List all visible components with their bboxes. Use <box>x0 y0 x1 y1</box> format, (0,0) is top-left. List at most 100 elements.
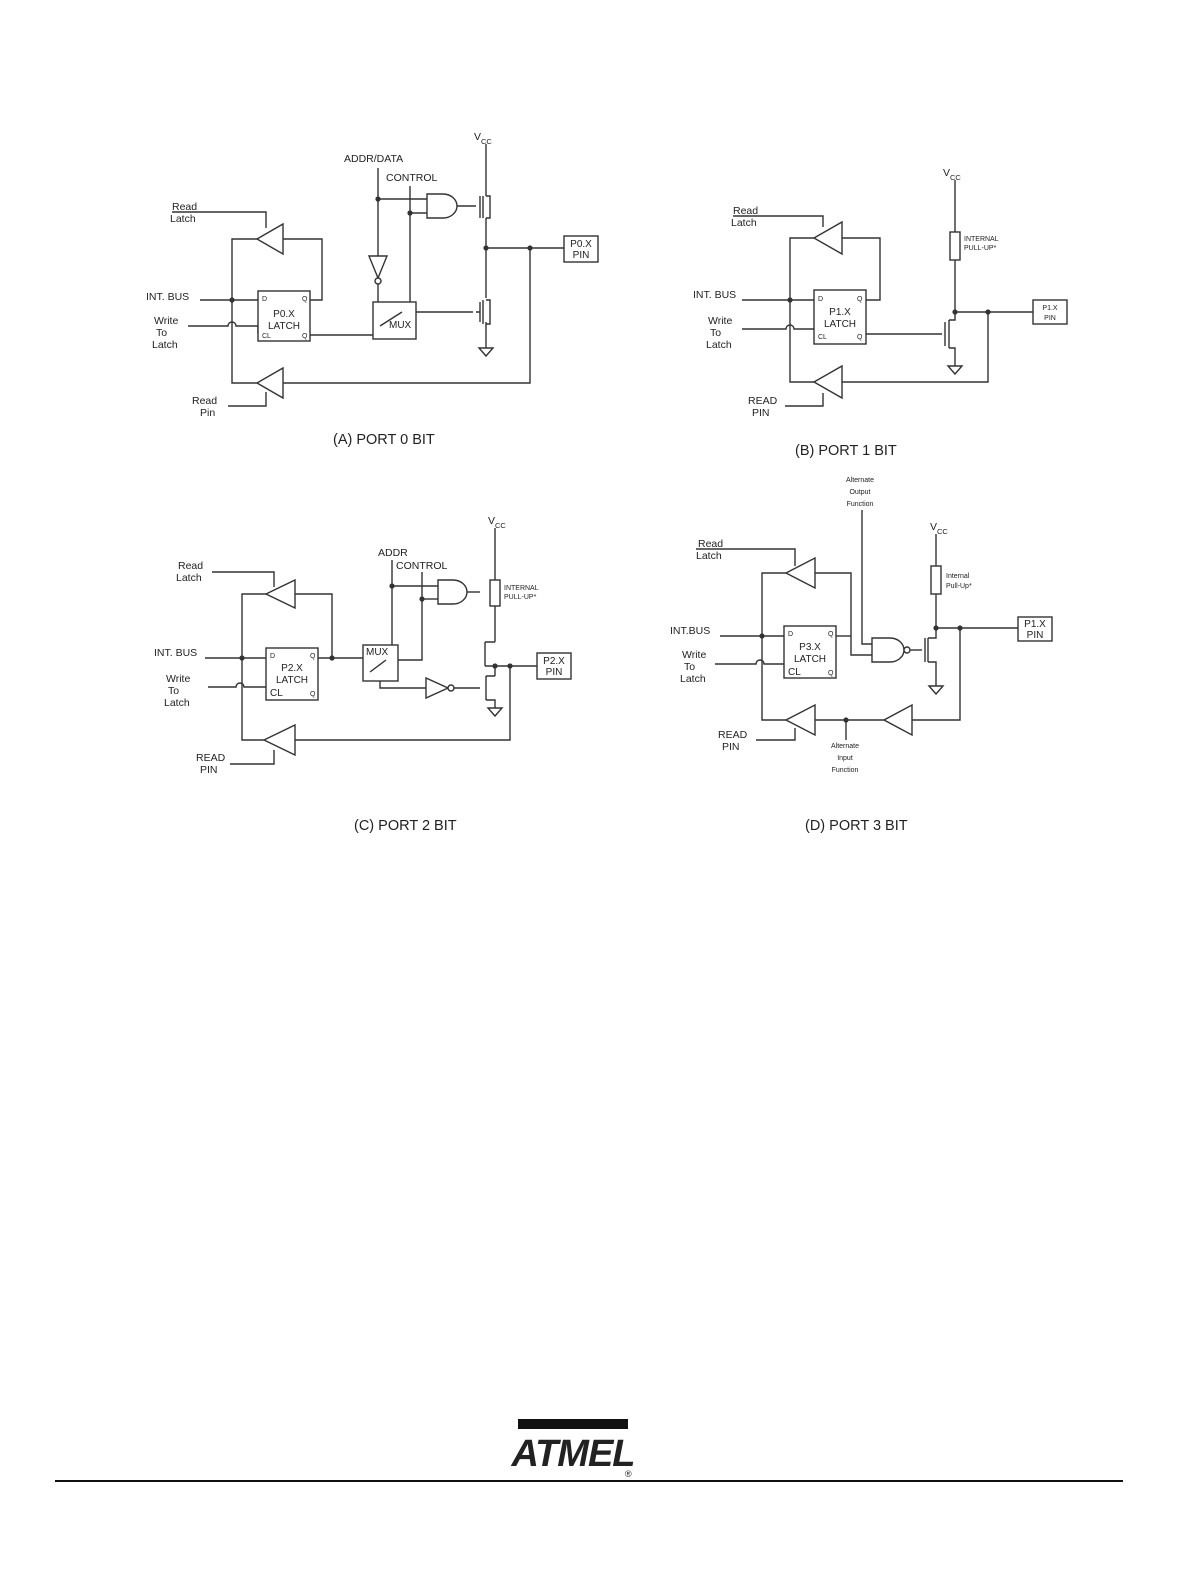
latch-q-pin: Q <box>857 296 863 303</box>
latch-qbar-pin: Q <box>857 334 863 341</box>
mux-to-inverter-wire <box>379 681 426 689</box>
ground-symbol <box>477 347 495 358</box>
output-inverter <box>425 676 450 700</box>
internal-bus-wire <box>231 238 257 384</box>
nand-gate-bubble <box>903 646 911 654</box>
read-pin-label-line1: Read <box>192 395 217 407</box>
write-to-latch-wire <box>742 324 814 330</box>
panel-port0: Read Latch INT. BUS Write To Latch Read … <box>146 131 599 448</box>
pullup-resistor <box>949 231 961 261</box>
write-to-latch-label-line1: Write <box>154 315 178 327</box>
mux-label: MUX <box>389 320 412 331</box>
pin-label-line1: P2.X <box>543 656 565 667</box>
bus-junction <box>759 633 765 639</box>
pin-to-input-buffer-wire <box>912 628 961 721</box>
pin-box <box>1017 616 1053 642</box>
read-latch-enable-wire <box>212 571 275 587</box>
mux-box <box>372 301 417 340</box>
read-pin-feedback-wire <box>842 312 989 383</box>
alt-input-buffer <box>882 703 913 737</box>
q-junction <box>329 655 335 661</box>
ground-symbol <box>486 707 504 718</box>
internal-bus-wire <box>789 237 814 383</box>
mux-label: MUX <box>366 647 389 658</box>
internal-bus-wire <box>761 572 786 721</box>
ground-symbol <box>946 365 964 376</box>
alt-output-label-line2: Output <box>849 489 870 496</box>
panel-port2: Read Latch INT. BUS Write To Latch READ … <box>154 515 572 834</box>
read-pin-feedback-wire <box>283 248 531 384</box>
latch-cl-pin: CL <box>270 688 283 699</box>
fet-wires <box>924 594 937 686</box>
nand-gate <box>871 637 905 663</box>
latch-label-line1: P0.X <box>273 309 295 320</box>
read-pin-buffer <box>255 366 284 400</box>
vcc-label: VCC <box>488 515 506 530</box>
latch-cl-pin: CL <box>818 334 827 341</box>
bus-junction <box>239 655 245 661</box>
alt-output-label-line3: Function <box>847 501 874 508</box>
latch-q-feedback-wire <box>295 593 333 658</box>
output-fet-wires <box>476 144 487 348</box>
pullup-label-line2: Pull-Up* <box>946 583 972 590</box>
logo-wordmark: ATMEL <box>510 1433 634 1475</box>
latch-q-feedback-wire <box>842 237 881 301</box>
addr-label: ADDR <box>378 547 408 559</box>
int-bus-label: INT.BUS <box>670 625 710 637</box>
control-wire <box>409 186 416 313</box>
fet-wires <box>484 606 496 708</box>
read-pin-label-line2: PIN <box>722 741 740 753</box>
latch-q-pin: Q <box>310 653 316 660</box>
lower-fet-channel <box>486 299 491 325</box>
write-to-latch-label-line2: To <box>156 327 167 339</box>
bus-junction <box>229 297 235 303</box>
pin-box <box>536 652 572 680</box>
read-latch-buffer <box>812 220 843 256</box>
vcc-label: VCC <box>930 521 948 536</box>
latch-d-pin: D <box>788 631 793 638</box>
read-pin-enable-wire <box>230 750 275 765</box>
write-to-latch-label-line3: Latch <box>680 673 706 685</box>
fet-wires <box>948 260 956 366</box>
caption-port2: (C) PORT 2 BIT <box>354 818 457 834</box>
write-to-latch-label-line2: To <box>710 327 721 339</box>
read-latch-buffer <box>784 556 816 590</box>
read-latch-label-line2: Latch <box>170 213 196 225</box>
control-wire <box>398 572 423 661</box>
latch-label-line1: P1.X <box>829 307 851 318</box>
read-latch-label-line2: Latch <box>731 217 757 229</box>
pin-label-line1: P1.X <box>1024 619 1046 630</box>
int-bus-label: INT. BUS <box>146 291 189 303</box>
pin-label-line1: P1.X <box>1042 305 1058 312</box>
read-pin-label-line2: PIN <box>752 407 770 419</box>
caption-port1: (B) PORT 1 BIT <box>795 443 897 459</box>
latch-box <box>265 647 319 701</box>
and-gate <box>426 193 458 219</box>
pin-label-line2: PIN <box>573 250 590 261</box>
pullup-resistor <box>930 565 942 595</box>
write-to-latch-label-line1: Write <box>166 673 190 685</box>
read-pin-enable-wire <box>228 392 267 407</box>
pullup-resistor <box>489 579 501 607</box>
write-to-latch-label-line1: Write <box>682 649 706 661</box>
write-to-latch-label-line2: To <box>168 685 179 697</box>
write-to-latch-wire <box>188 321 259 334</box>
read-latch-label-line2: Latch <box>176 572 202 584</box>
internal-bus-wire <box>241 593 266 741</box>
write-to-latch-label-line2: To <box>684 661 695 673</box>
read-pin-label-line2: PIN <box>200 764 218 776</box>
vcc-label: VCC <box>943 167 961 182</box>
alt-output-label-line1: Alternate <box>846 477 874 484</box>
int-bus-label: INT. BUS <box>693 289 736 301</box>
output-inverter-bubble <box>447 684 455 692</box>
addr-inverter <box>367 255 389 280</box>
read-latch-label-line1: Read <box>698 538 723 550</box>
caption-port0: (A) PORT 0 BIT <box>333 432 435 448</box>
panel-port3: Read Latch INT.BUS Write To Latch READ P… <box>670 477 1053 834</box>
read-pin-enable-wire <box>756 728 796 741</box>
logo-top-bar <box>518 1419 628 1429</box>
write-to-latch-wire <box>715 659 784 665</box>
read-pin-label-line2: Pin <box>200 407 215 419</box>
latch-d-pin: D <box>270 653 275 660</box>
